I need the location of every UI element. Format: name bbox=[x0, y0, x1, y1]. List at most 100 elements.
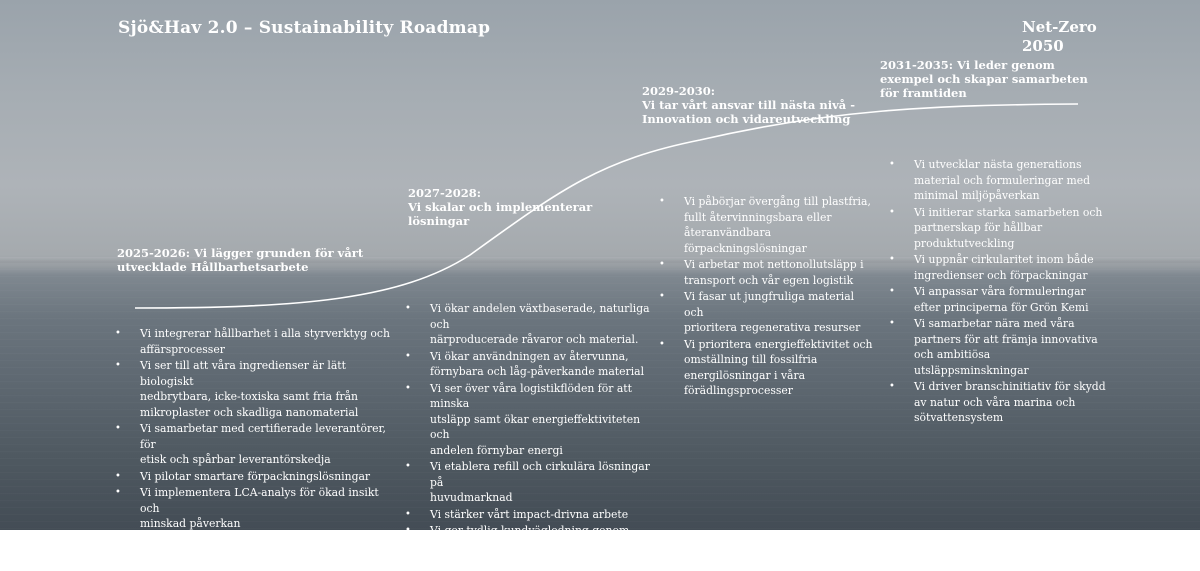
list-item-text-line: huvudmarknad bbox=[430, 491, 513, 504]
list-item-text-line: mikroplaster och skadliga nanomaterial bbox=[140, 405, 359, 419]
list-item-text-line: Vi arbetar mot nettonollutsläpp i bbox=[684, 258, 864, 271]
list-item-text-line: närproducerade råvaror och material. bbox=[430, 333, 639, 346]
list-item: • Vi arbetar mot nettonollutsläpp i transp… bbox=[656, 257, 876, 288]
list-item-text-line: minimal miljöpåverkan bbox=[914, 189, 1040, 202]
list-item-text-line: Vi ökar andelen växtbaserade, naturliga … bbox=[430, 302, 650, 331]
bullet-list-2029-2030: •Vi påbörjar övergång till plastfria,ful… bbox=[656, 194, 876, 400]
list-item-text-line: transport och vår egen logistik bbox=[684, 273, 854, 287]
list-item: • Vi initierar starka samarbeten och partn… bbox=[886, 205, 1126, 252]
list-item-text-line: Vi pilotar smartare förpackningslösninga… bbox=[140, 469, 371, 483]
list-item-text-line: etisk och spårbar leverantörskedja bbox=[140, 453, 331, 466]
list-item-text-line: affärsprocesser bbox=[140, 342, 225, 356]
list-item-text-line: Vi initierar starka samarbeten och bbox=[914, 205, 1103, 219]
list-item: •Vi påbörjar övergång till plastfria,ful… bbox=[656, 194, 876, 256]
phase-heading-line: för framtiden bbox=[880, 86, 967, 100]
list-item-text-line: efter principerna för Grön Kemi bbox=[914, 300, 1089, 314]
phase-heading-line: 2025-2026: Vi lägger grunden för vårt bbox=[117, 246, 364, 260]
list-item-text-line: Vi utvecklar nästa generations bbox=[914, 158, 1082, 171]
list-item-text-line: sötvattensystem bbox=[914, 411, 1004, 424]
list-item-text-line: återanvändbara bbox=[684, 226, 772, 239]
list-item-text-line: Vi stärker vårt impact-drivna arbete bbox=[430, 507, 629, 521]
phase-heading-line: lösningar bbox=[408, 214, 470, 228]
list-item-text-line: Vi implementera LCA-analys för ökad insi… bbox=[140, 486, 379, 515]
phase-heading-line: Innovation och vidareutveckling bbox=[642, 112, 851, 126]
list-item: •Vi ser till att våra ingredienser är lä… bbox=[112, 358, 397, 420]
bullet-icon: • bbox=[115, 470, 121, 482]
bullet-icon: • bbox=[659, 338, 665, 350]
list-item-text-line: Vi ökar användningen av återvunna, bbox=[430, 349, 629, 363]
bullet-list-2031-2035: • Vi utvecklar nästa generations material … bbox=[886, 157, 1126, 427]
bullet-icon: • bbox=[889, 318, 895, 329]
netzero-line-1: Net-Zero bbox=[1022, 18, 1097, 36]
list-item-text-line: andelen förnybar energi bbox=[430, 443, 563, 457]
list-item-text-line: fullt återvinningsbara eller bbox=[684, 210, 832, 224]
list-item-text-line: Vi ser till att våra ingredienser är lät… bbox=[140, 359, 346, 388]
list-item-text-line: Vi samarbetar med certifierade leverantö… bbox=[140, 422, 386, 451]
phase-heading-line: utvecklade Hållbarhetsarbete bbox=[117, 260, 309, 274]
list-item-text-line: Vi samarbetar nära med våra bbox=[914, 317, 1075, 330]
list-item-text-line: omställning till fossilfria bbox=[684, 353, 818, 366]
list-item-text-line: partnerskap för hållbar bbox=[914, 221, 1043, 234]
list-item-text-line: Vi prioritera energieffektivitet och bbox=[684, 337, 873, 351]
netzero-label: Net-Zero 2050 bbox=[1022, 18, 1097, 56]
bullet-icon: • bbox=[405, 382, 411, 394]
list-item: • Vi samarbetar med certifierade leverant… bbox=[112, 421, 397, 468]
bullet-icon: • bbox=[115, 487, 121, 498]
list-item-text-line: energilösningar i våra bbox=[684, 368, 806, 382]
phase-heading-line: Vi tar vårt ansvar till nästa nivå - bbox=[642, 98, 856, 112]
list-item: • Vi anpassar våra formuleringar efter pri… bbox=[886, 284, 1126, 315]
bullet-icon: • bbox=[889, 159, 895, 170]
list-item-text-line: Vi driver branschinitiativ för skydd bbox=[914, 380, 1106, 393]
bullet-icon: • bbox=[889, 381, 895, 392]
list-item-text-line: minskad påverkan bbox=[140, 517, 241, 530]
list-item-text-line: oberoende tredjepartscertifieringar och bbox=[430, 539, 649, 553]
bullet-icon: • bbox=[889, 286, 895, 297]
list-item-text-line: produktutveckling bbox=[914, 236, 1015, 250]
list-item-text-line: och ambitiösa bbox=[914, 348, 991, 361]
bullet-icon: • bbox=[405, 461, 411, 472]
list-item: • Vi etablera refill och cirkulära lösnin… bbox=[402, 459, 662, 506]
list-item-text-line: förnybara och låg-påverkande material bbox=[430, 365, 645, 378]
list-item-text-line: förädlingsprocesser bbox=[684, 384, 793, 397]
list-item: • Vi pilotar smartare förpackningslösning… bbox=[112, 469, 397, 485]
list-item-text-line: nedbrytbara, icke-toxiska samt fria från bbox=[140, 390, 359, 403]
bullet-icon: • bbox=[115, 328, 121, 339]
list-item-text-line: material och formuleringar med bbox=[914, 173, 1091, 187]
phase-heading-line: 2027-2028: bbox=[408, 186, 482, 200]
bullet-icon: • bbox=[659, 196, 665, 207]
netzero-line-2: 2050 bbox=[1022, 37, 1064, 55]
list-item-text-line: Vi ser över våra logistikflöden för att … bbox=[430, 381, 632, 411]
bullet-icon: • bbox=[405, 303, 411, 314]
list-item: • Vi ökar användningen av återvunna, förny… bbox=[402, 349, 662, 380]
list-item: • Vi implementera LCA-analys för ökad ins… bbox=[112, 485, 397, 532]
bullet-icon: • bbox=[405, 350, 411, 362]
page-title: Sjö&Hav 2.0 – Sustainability Roadmap bbox=[118, 18, 491, 38]
list-item-text-line: Vi etablera refill och cirkulära lösning… bbox=[430, 460, 650, 489]
phase-2029-2030: 2029-2030:Vi tar vårt ansvar till nästa … bbox=[642, 84, 855, 126]
list-item: • Vi ökar andelen växtbaserade, naturliga… bbox=[402, 301, 662, 348]
list-item: • Vi stärker vårt impact-drivna arbete bbox=[402, 507, 662, 523]
list-item-text-line: Vi ger tydlig kundvägledning genom bbox=[430, 524, 630, 537]
list-item-text-line: Vi integrerar hållbarhet i alla styrverk… bbox=[140, 327, 390, 340]
bullet-icon: • bbox=[659, 291, 665, 302]
phase-heading-line: 2031-2035: Vi leder genom bbox=[880, 58, 1055, 72]
phase-heading-line: 2029-2030: bbox=[642, 84, 716, 98]
list-item: • Vi utvecklar nästa generations material … bbox=[886, 157, 1126, 204]
list-item-text-line: Vi anpassar våra formuleringar bbox=[914, 285, 1086, 298]
bullet-icon: • bbox=[889, 206, 895, 218]
list-item-text-line: Vi fasar ut jungfruliga material och bbox=[684, 290, 855, 319]
phase-heading-line: exempel och skapar samarbeten bbox=[880, 72, 1088, 86]
list-item-text-line: utsläpp samt ökar energieffektiviteten o… bbox=[430, 412, 641, 442]
list-item: • Vi ser över våra logistikflöden för att… bbox=[402, 381, 662, 459]
bullet-icon: • bbox=[659, 259, 665, 270]
bullet-icon: • bbox=[115, 423, 121, 434]
list-item: • Vi prioritera energieffektivitet och oms… bbox=[656, 337, 876, 399]
bullet-list-2027-2028: • Vi ökar andelen växtbaserade, naturliga… bbox=[402, 301, 662, 571]
bullet-icon: • bbox=[405, 508, 411, 520]
list-item-text-line: guidande information bbox=[430, 555, 549, 568]
